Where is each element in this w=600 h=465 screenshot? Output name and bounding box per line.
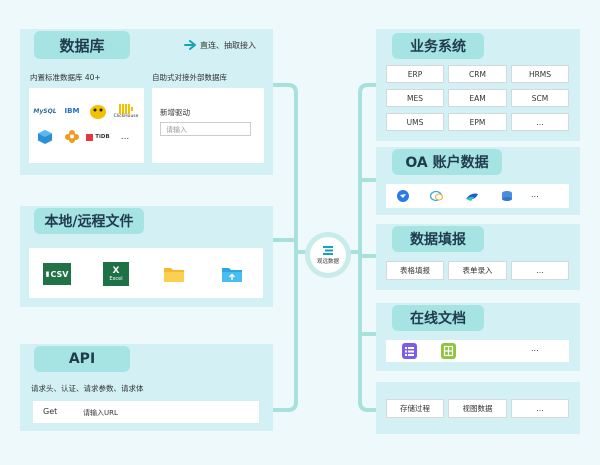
external-db-caption: 自助式对接外部数据库 (152, 73, 227, 82)
form-table-fill[interactable]: 表格填报 (386, 261, 444, 280)
storage-more[interactable]: ... (511, 399, 569, 418)
new-driver-label: 新增驱动 (160, 108, 190, 117)
docs-more[interactable]: ... (531, 344, 539, 353)
api-caption: 请求头、认证、请求参数、请求体 (31, 384, 144, 393)
arrow-right-icon (184, 40, 196, 50)
direct-access-note: 直连、抽取接入 (200, 41, 256, 50)
cube-db-logo[interactable] (36, 128, 54, 146)
http-method-select[interactable]: Get (43, 407, 58, 416)
system-epm[interactable]: EPM (448, 113, 507, 131)
api-request-box (33, 401, 259, 423)
mysql-logo[interactable]: MySQL (33, 107, 57, 115)
oa-box (386, 184, 569, 208)
builtin-db-box (29, 88, 144, 163)
files-tag: 本地/远程文件 (34, 208, 144, 234)
folder-icon[interactable] (162, 262, 186, 286)
api-tag: API (34, 346, 130, 372)
url-input[interactable]: 请输入URL (83, 409, 118, 417)
docs-tag: 在线文档 (392, 305, 484, 331)
oa-tag: OA 账户数据 (392, 149, 502, 175)
stored-procedure[interactable]: 存储过程 (386, 399, 444, 418)
form-entry[interactable]: 表单录入 (448, 261, 507, 280)
system-mes[interactable]: MES (386, 89, 444, 107)
system-eam[interactable]: EAM (448, 89, 507, 107)
database-oa-icon[interactable] (500, 189, 514, 203)
database-tag: 数据库 (34, 31, 130, 59)
fill-more[interactable]: ... (511, 261, 569, 280)
fill-tag: 数据填报 (392, 226, 484, 252)
center-logo: 观远数据 (310, 237, 346, 273)
feishu-icon[interactable] (464, 189, 480, 203)
doc-list-icon[interactable] (401, 342, 417, 359)
more-db-ellipsis[interactable]: ... (120, 132, 130, 142)
cloud-folder-icon[interactable] (220, 263, 244, 285)
system-scm[interactable]: SCM (511, 89, 569, 107)
docs-box (386, 340, 569, 362)
system-hrms[interactable]: HRMS (511, 65, 569, 83)
doc-sheet-icon[interactable] (440, 342, 456, 359)
clickhouse-logo[interactable]: ClickHouse (113, 101, 139, 121)
tidb-logo[interactable]: TiDB (85, 131, 111, 143)
business-tag: 业务系统 (392, 33, 484, 59)
ibm-logo[interactable]: IBM (64, 107, 80, 115)
builtin-db-caption: 内置标准数据库 40+ (30, 73, 101, 82)
view-data[interactable]: 视图数据 (448, 399, 507, 418)
flower-db-logo[interactable] (63, 127, 81, 147)
hive-logo[interactable] (87, 101, 109, 121)
csv-file-icon[interactable]: ▮CSV (43, 263, 71, 285)
system-ums[interactable]: UMS (386, 113, 444, 131)
system-crm[interactable]: CRM (448, 65, 507, 83)
system-more[interactable]: ... (511, 113, 569, 131)
oa-more[interactable]: ... (531, 190, 539, 199)
guandata-logo-icon (323, 245, 333, 255)
wechat-work-icon[interactable] (429, 189, 445, 203)
center-label: 观远数据 (316, 258, 339, 265)
system-erp[interactable]: ERP (386, 65, 444, 83)
driver-input[interactable]: 请输入 (160, 122, 251, 136)
dingtalk-icon[interactable] (396, 189, 410, 203)
